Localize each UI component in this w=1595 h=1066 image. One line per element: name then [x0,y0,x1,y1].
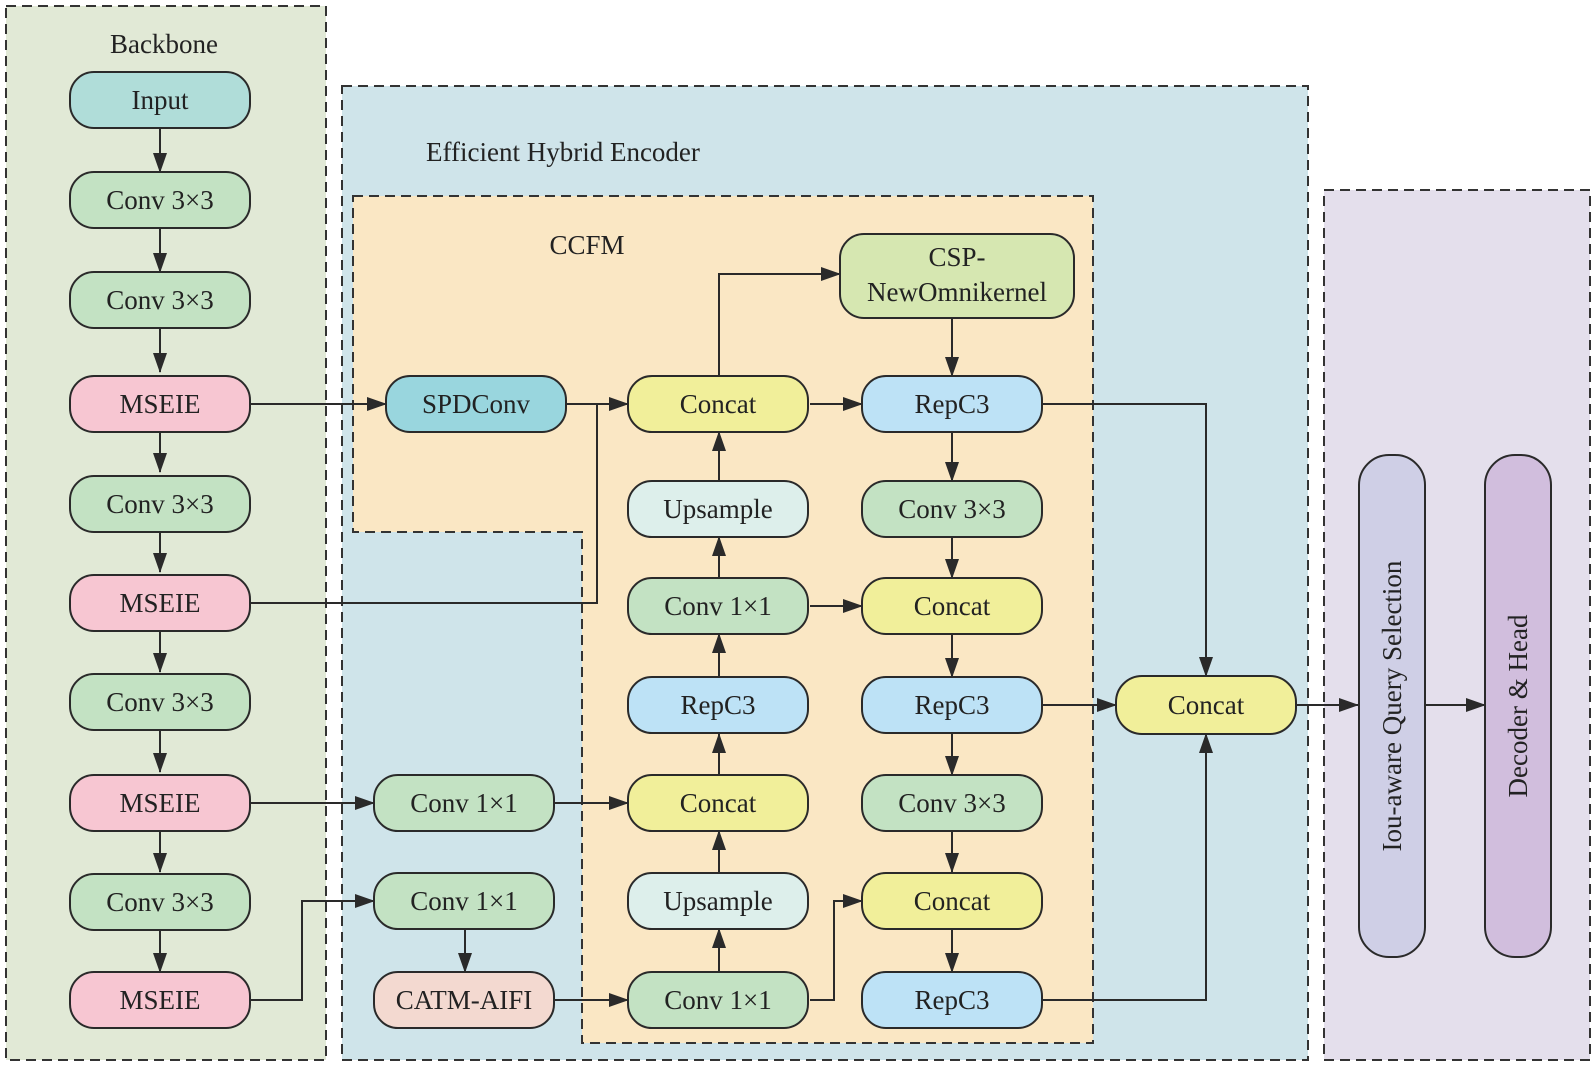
node-label: Concat [680,788,757,818]
node-b-conv3: Conv 3×3 [69,475,251,533]
node-label: Decoder & Head [1503,614,1533,797]
node-b-mseie3: MSEIE [69,774,251,832]
encoder-label: Efficient Hybrid Encoder [426,137,700,167]
node-concat-final: Concat [1115,675,1297,735]
node-label: Conv 1×1 [664,985,772,1015]
node-label: RepC3 [680,690,755,720]
node-label: Upsample [663,886,772,916]
node-label: Conv 1×1 [410,886,518,916]
node-label: Concat [914,886,991,916]
node-label: MSEIE [120,389,201,419]
node-label: Conv 1×1 [410,788,518,818]
node-b-conv4: Conv 3×3 [69,673,251,731]
node-label: Iou-aware Query Selection [1377,560,1407,851]
node-label: Concat [680,389,757,419]
node-e-conv1x1-b: Conv 1×1 [373,872,555,930]
node-label: RepC3 [914,690,989,720]
node-label: Concat [1168,690,1245,720]
node-label: CATM-AIFI [396,985,533,1015]
node-spdconv: SPDConv [385,375,567,433]
node-label: Conv 3×3 [898,494,1006,524]
node-label: Conv 3×3 [106,687,214,717]
node-concat-top: Concat [627,375,809,433]
node-conv1x1-bot: Conv 1×1 [627,971,809,1029]
backbone-label: Backbone [110,29,218,59]
node-label: Conv 3×3 [106,887,214,917]
node-upsample-top: Upsample [627,480,809,538]
node-label: MSEIE [120,588,201,618]
node-b-conv2: Conv 3×3 [69,271,251,329]
node-label: Upsample [663,494,772,524]
node-csp-newomnikernel: CSP- NewOmnikernel [839,233,1075,319]
node-b-mseie1: MSEIE [69,375,251,433]
node-label: SPDConv [422,389,531,419]
node-b-conv5: Conv 3×3 [69,873,251,931]
node-repc3-mid: RepC3 [627,676,809,734]
node-label: Conv 3×3 [106,185,214,215]
edges [153,128,1486,1007]
node-query-selection: Iou-aware Query Selection [1358,454,1426,958]
node-catm-aifi: CATM-AIFI [373,971,555,1029]
node-conv3x3-r1: Conv 3×3 [861,480,1043,538]
node-concat-r2: Concat [861,872,1043,930]
node-label: RepC3 [914,985,989,1015]
node-label: Conv 1×1 [664,591,772,621]
node-conv3x3-r2: Conv 3×3 [861,774,1043,832]
node-label: Conv 3×3 [898,788,1006,818]
node-decoder-head: Decoder & Head [1484,454,1552,958]
node-e-conv1x1-a: Conv 1×1 [373,774,555,832]
node-label: Conv 3×3 [106,489,214,519]
node-label: MSEIE [120,985,201,1015]
node-b-mseie4: MSEIE [69,971,251,1029]
node-upsample-bot: Upsample [627,872,809,930]
node-label: Input [132,85,189,115]
node-label: Concat [914,591,991,621]
node-repc3-r1: RepC3 [861,375,1043,433]
node-label: Conv 3×3 [106,285,214,315]
node-b-mseie2: MSEIE [69,574,251,632]
node-concat-mid: Concat [627,774,809,832]
node-label: RepC3 [914,389,989,419]
node-input: Input [69,71,251,129]
node-label: MSEIE [120,788,201,818]
node-repc3-r2: RepC3 [861,676,1043,734]
node-label: CSP- [928,242,985,272]
node-conv1x1-mid: Conv 1×1 [627,577,809,635]
node-label: NewOmnikernel [867,277,1047,307]
node-b-conv1: Conv 3×3 [69,171,251,229]
ccfm-label: CCFM [549,230,624,260]
node-concat-r1: Concat [861,577,1043,635]
node-repc3-r3: RepC3 [861,971,1043,1029]
